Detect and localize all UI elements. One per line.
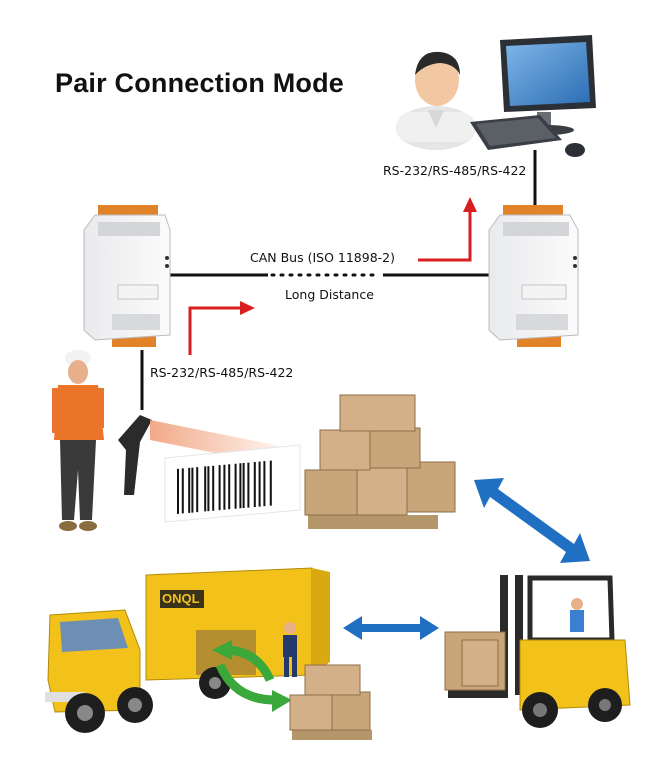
label-rs-interface-top: RS-232/RS-485/RS-422	[383, 163, 527, 178]
label-rs-interface-left: RS-232/RS-485/RS-422	[150, 365, 294, 380]
user-avatar	[396, 51, 476, 150]
desktop-computer	[470, 35, 596, 157]
signal-arrow-right	[188, 301, 255, 355]
label-can-bus: CAN Bus (ISO 11898-2)	[250, 250, 396, 265]
box-stack-pallet	[304, 394, 456, 529]
blue-double-arrow-diagonal	[474, 478, 590, 563]
delivery-worker	[283, 622, 297, 677]
signal-arrow-up	[418, 197, 477, 262]
blue-double-arrow-horizontal	[343, 616, 439, 640]
converter-device-left	[83, 205, 171, 347]
barcode-label	[164, 444, 301, 523]
converter-device-right	[488, 205, 579, 347]
green-loading-arrows	[212, 640, 292, 712]
truck-logo: ONQL	[162, 591, 200, 606]
box-stack-truck	[289, 664, 372, 740]
forklift	[444, 575, 631, 728]
page-title: Pair Connection Mode	[55, 68, 345, 98]
delivery-truck	[45, 567, 330, 733]
label-long-distance: Long Distance	[285, 287, 374, 302]
worker-figure	[52, 350, 104, 531]
